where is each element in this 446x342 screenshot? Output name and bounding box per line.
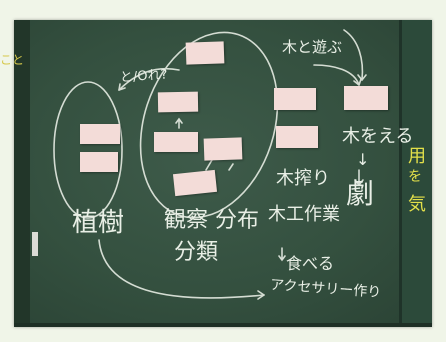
- card-right-1: [274, 88, 316, 110]
- card-middle-3: [203, 137, 243, 161]
- label-play-with-wood: 木と遊ぶ: [282, 38, 343, 56]
- label-classification: 分類: [174, 240, 219, 265]
- label-right-partial-2: を: [408, 169, 422, 185]
- label-to-wood: と/Oれ?: [119, 67, 168, 86]
- card-middle-4: [172, 169, 218, 197]
- label-observation-distribution: 観察 分布: [164, 208, 259, 233]
- label-tree-planting: 植樹: [72, 208, 125, 238]
- card-top-middle: [185, 41, 225, 65]
- magnet-strip: [32, 232, 38, 256]
- board-right-panel: [399, 20, 432, 327]
- label-left-partial: こと: [0, 53, 25, 67]
- chalk-ledge: [14, 323, 432, 327]
- card-left-1: [80, 124, 120, 144]
- card-middle-1: [157, 91, 199, 113]
- label-right-partial-3: 気: [408, 194, 426, 215]
- label-eat: 食べる: [286, 254, 335, 273]
- tree-planting-circle: [53, 81, 123, 219]
- label-arrow-down: ↓: [356, 150, 370, 169]
- blackboard-photo: と/Oれ? 木と遊ぶ 植樹 観察 分布 分類 木をえる ↓ 劇 木搾り 木工作業…: [14, 20, 432, 327]
- card-left-2: [80, 152, 118, 172]
- card-middle-2: [154, 132, 198, 152]
- arrow-to-right-card: [313, 64, 360, 86]
- arrow-to-left: [118, 67, 180, 91]
- label-wood-squeeze: 木搾り: [276, 168, 330, 189]
- card-right-3: [276, 126, 318, 148]
- observation-circle: [139, 31, 279, 219]
- label-wood-work: 木工作業: [268, 204, 340, 225]
- card-right-2: [344, 86, 388, 110]
- label-theater: 劇: [346, 177, 375, 210]
- label-make-with-wood: 木をえる: [342, 126, 414, 147]
- board-left-edge: [14, 20, 30, 327]
- chalk-lines: [53, 29, 367, 300]
- bottom-curve: [98, 239, 265, 299]
- label-right-partial-1: 用: [408, 146, 426, 167]
